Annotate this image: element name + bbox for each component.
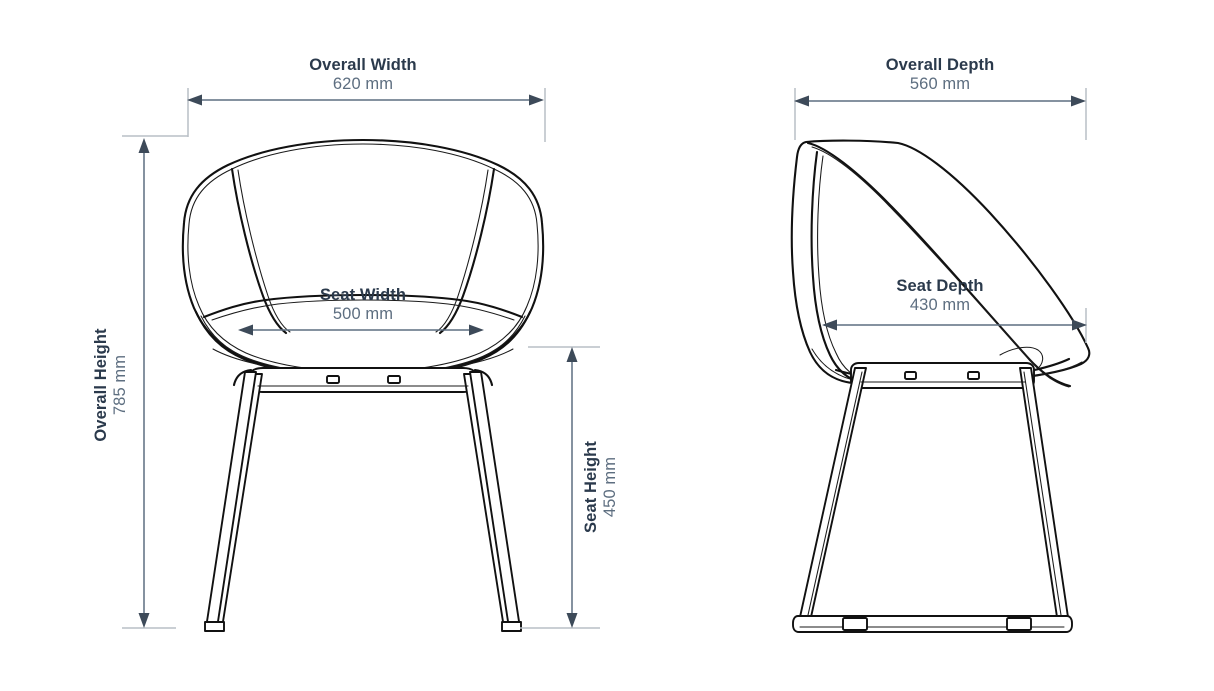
dimension-seat-depth: Seat Depth 430 mm	[822, 277, 1087, 343]
front-backrest-left-edge-inner	[237, 169, 291, 333]
side-foot-glide-rear	[1006, 617, 1032, 631]
seat-height-arrow-bottom	[566, 613, 578, 628]
overall-depth-value: 560 mm	[910, 75, 970, 93]
overall-depth-arrow-right	[1071, 95, 1086, 107]
seat-depth-label: Seat Depth	[896, 277, 983, 295]
front-foot-glide-left	[204, 621, 225, 632]
overall-width-value: 620 mm	[333, 75, 393, 93]
seat-width-arrow-left	[238, 324, 253, 336]
seat-width-arrow-right	[469, 324, 484, 336]
front-backrest-right-edge	[438, 167, 496, 335]
front-leg-shoulder-left	[232, 368, 253, 387]
side-foot-glide-front	[842, 617, 868, 631]
side-arm-rim-inner	[817, 155, 870, 382]
seat-width-label: Seat Width	[320, 286, 406, 304]
side-frame-top-rail	[850, 362, 1035, 389]
front-shell-outer	[181, 138, 545, 379]
dimension-overall-depth: Overall Depth 560 mm	[794, 56, 1087, 140]
seat-height-label: Seat Height	[582, 441, 600, 533]
seat-depth-arrow-left	[822, 319, 837, 331]
seat-width-value: 500 mm	[333, 305, 393, 323]
overall-width-arrow-left	[187, 94, 202, 106]
seat-depth-arrow-right	[1072, 319, 1087, 331]
seat-height-arrow-top	[566, 347, 578, 362]
overall-depth-arrow-left	[794, 95, 809, 107]
front-backrest-right-edge-inner	[435, 169, 489, 333]
side-leg-rear-highlight	[1023, 371, 1062, 616]
side-back-rail-outer	[806, 141, 1072, 388]
overall-height-arrow-bottom	[138, 613, 150, 628]
dimension-seat-width: Seat Width 500 mm	[238, 286, 484, 336]
dimension-seat-height: Seat Height 450 mm	[520, 346, 619, 629]
side-back-rail-inner	[811, 146, 1070, 388]
overall-height-value: 785 mm	[111, 355, 129, 415]
side-mount-tab-right	[967, 371, 980, 380]
front-frame-top-rail	[247, 367, 479, 393]
front-backrest-left-edge	[230, 167, 288, 335]
overall-height-label: Overall Height	[92, 328, 110, 442]
overall-height-arrow-top	[138, 138, 150, 153]
front-seat-top-edge	[202, 293, 524, 319]
front-foot-glide-right	[501, 621, 522, 632]
overall-width-arrow-right	[529, 94, 544, 106]
seat-height-value: 450 mm	[601, 457, 619, 517]
seat-depth-value: 430 mm	[910, 296, 970, 314]
front-seat-pan-hollow	[211, 299, 515, 321]
side-seat-front-lip	[999, 346, 1044, 371]
dimension-overall-height: Overall Height 785 mm	[92, 138, 176, 629]
side-leg-front-highlight	[807, 371, 863, 616]
overall-depth-label: Overall Depth	[886, 56, 995, 74]
front-mount-tab-left	[326, 375, 340, 384]
dimension-overall-width: Overall Width 620 mm	[122, 56, 546, 142]
side-view-chair	[790, 139, 1091, 633]
overall-width-label: Overall Width	[309, 56, 417, 74]
front-mount-tab-right	[387, 375, 401, 384]
front-view-chair	[181, 138, 545, 632]
front-leg-shoulder-right	[473, 368, 494, 387]
side-mount-tab-left	[904, 371, 917, 380]
